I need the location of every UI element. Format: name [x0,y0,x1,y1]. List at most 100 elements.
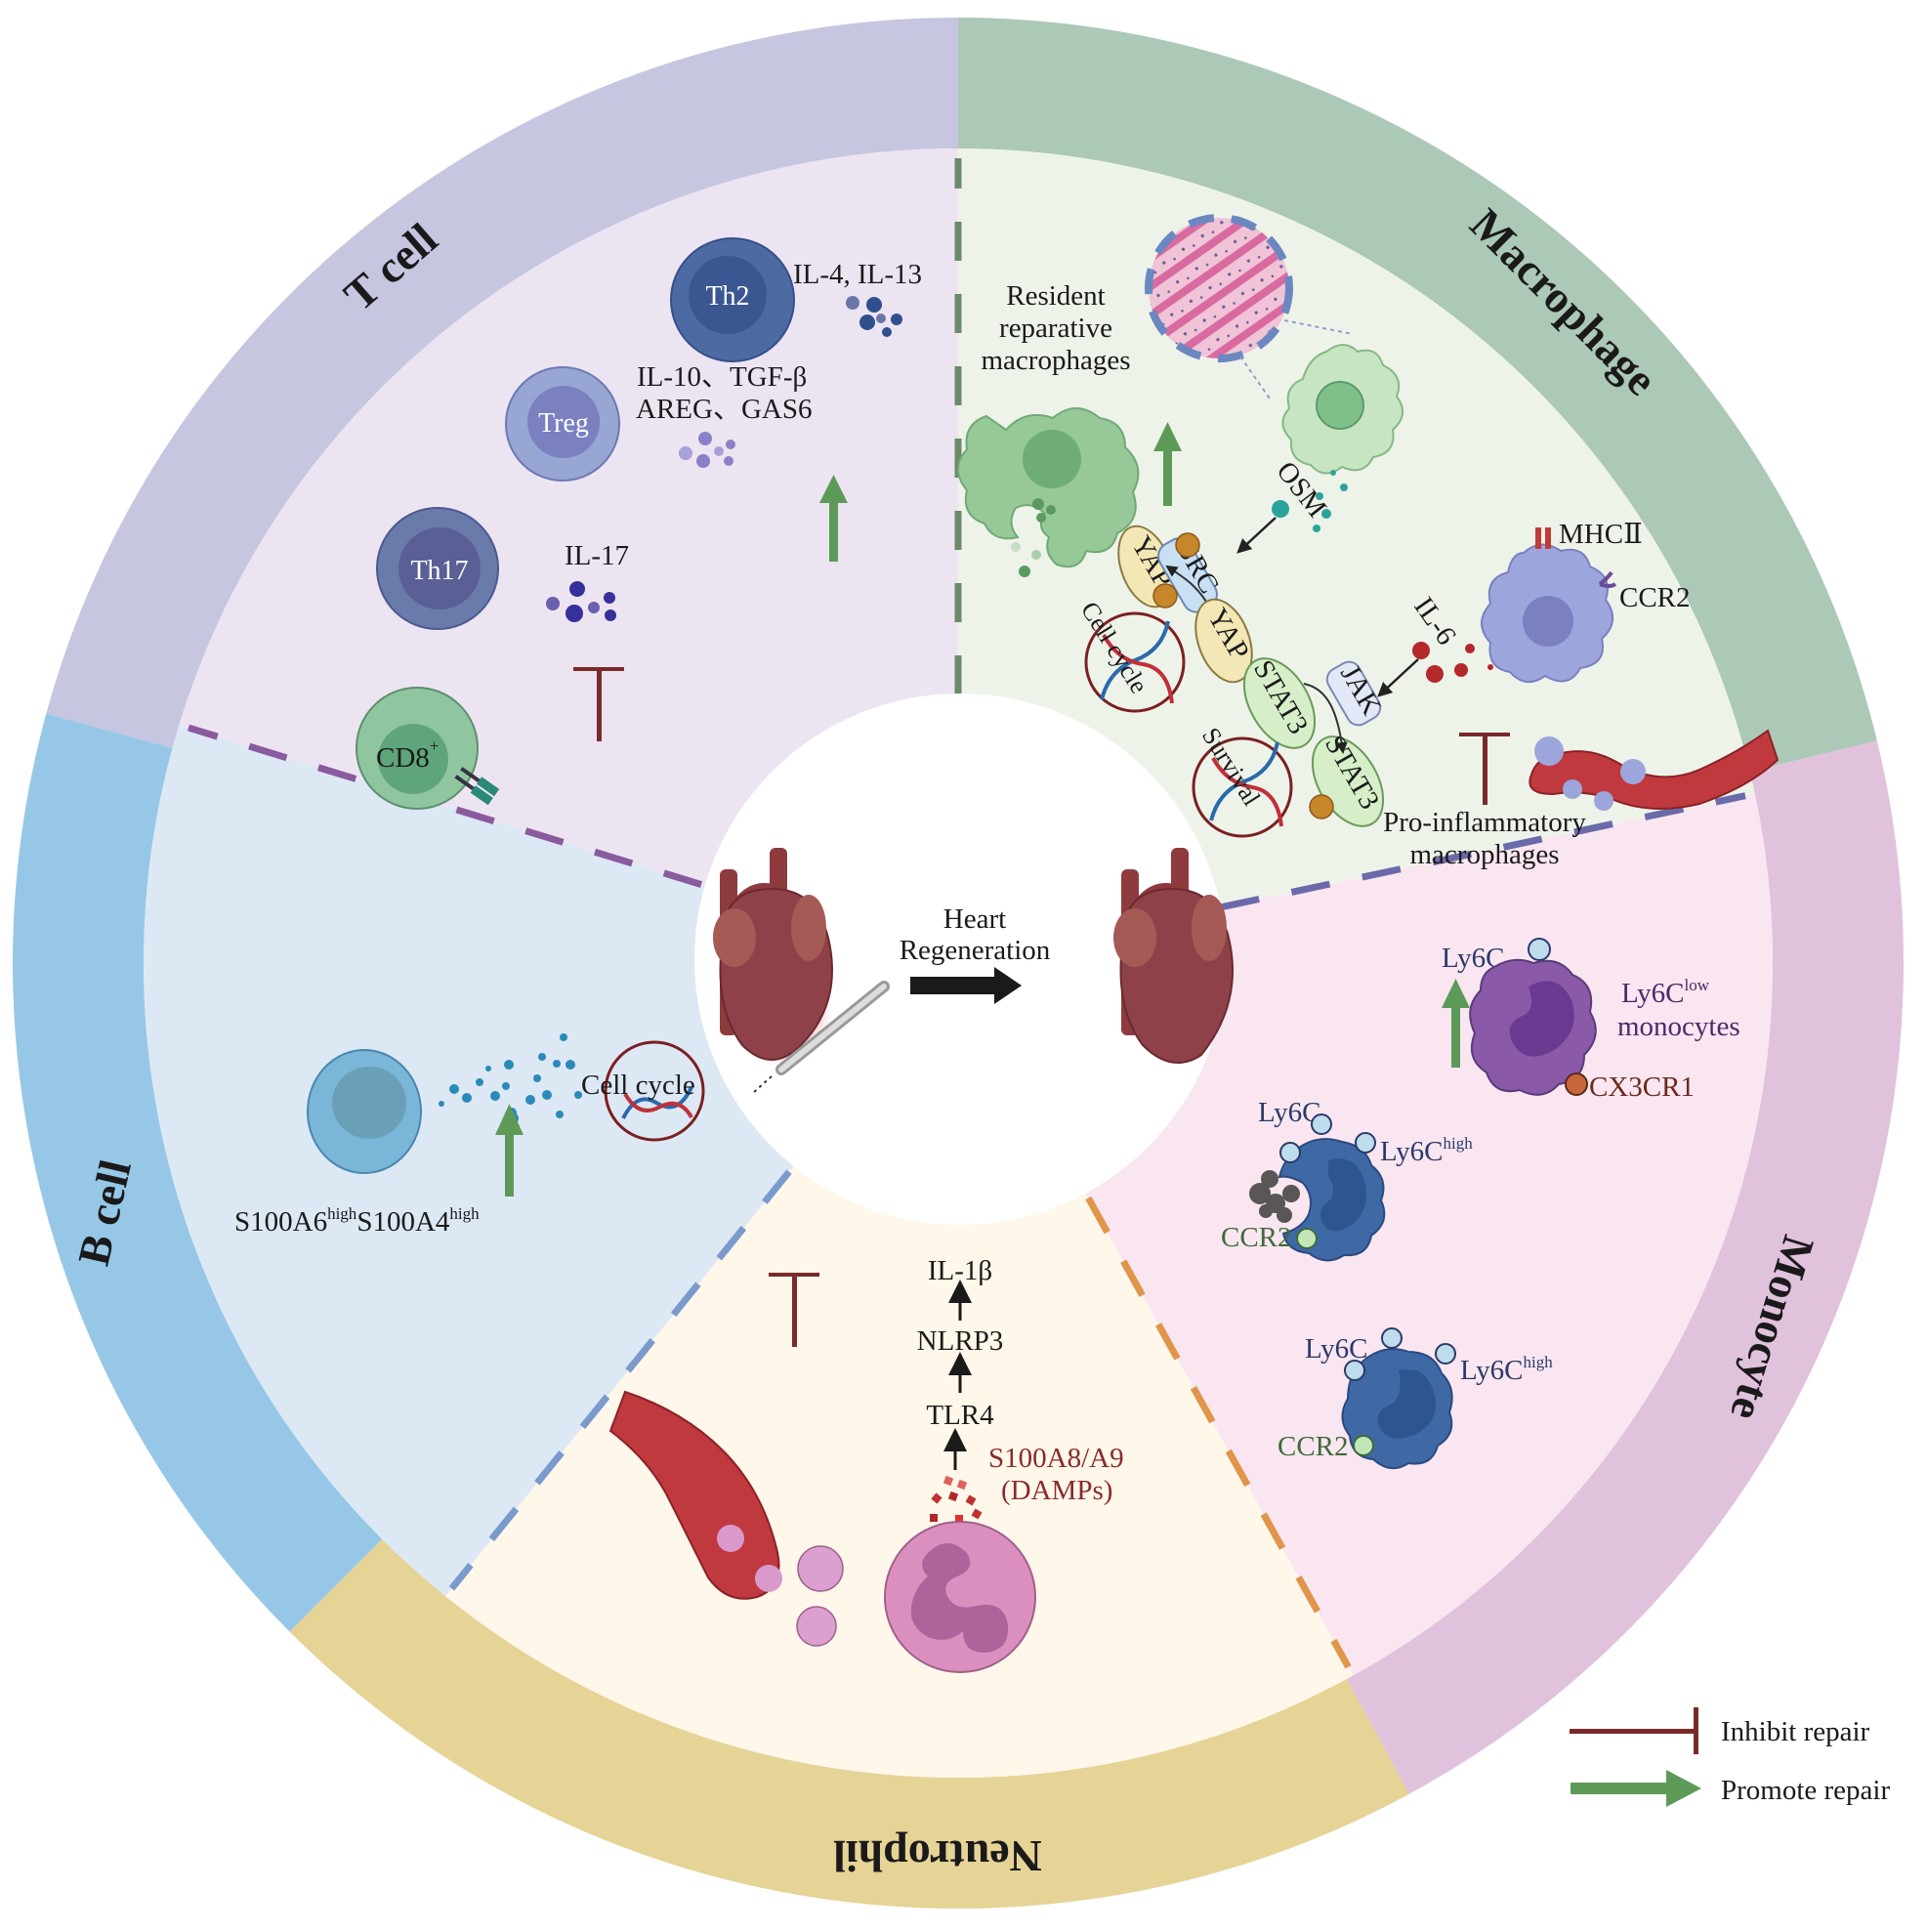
ly6c-receptor-icon [1435,1343,1456,1365]
divider-b-cell-neutrophil [448,1169,792,1591]
resident-macrophage-cell [1281,344,1403,475]
proinflammatory-macrophage-cell [1481,527,1617,683]
th17-factors: IL-17 [565,540,629,571]
ring-segment-monocyte [1346,740,1905,1794]
treg-factors-line2: AREG、GAS6 [636,394,812,425]
phospho-icon [1152,583,1178,609]
yap-src-complex: YAP SRC [1117,525,1225,613]
secreted-dot [566,1060,575,1070]
ly6c-receptor-icon [1344,1360,1365,1381]
ly6c-receptor-icon [1355,1132,1376,1154]
legend-inhibit-icon [1570,1707,1698,1754]
ccr2-label-2: CCR2 [1278,1431,1349,1462]
legend-inhibit-label: Inhibit repair [1721,1716,1870,1747]
treg-label: Treg [538,408,589,439]
cx3cr1-receptor-icon [1565,1072,1588,1096]
mhc2-label: MHCⅡ [1559,519,1643,550]
phagocytic-macrophage-cell [957,407,1140,577]
th2-cytokine-dots [846,296,902,337]
neutrophil-sector: IL-1β NLRP3 TLR4 S100A8/A9 (DAMPs) [608,1255,1124,1673]
secreted-dot [538,1053,546,1061]
macrophage-inhibit-icon [1459,733,1510,805]
neutrophil-inhibit-icon [769,1273,819,1347]
ly6c-low-monocyte-cell [1469,958,1597,1096]
divider-macrophage-monocyte [1220,792,1746,911]
secreted-dot [476,1078,483,1086]
dead-cell-debris-icon [1249,1170,1300,1223]
ring-segment-t-cell [46,18,959,748]
ccr2-label-1: CCR2 [1221,1222,1292,1253]
il6-to-jak-arrow [1377,658,1419,697]
sector-dividers [187,158,1746,1669]
legend-promote-icon [1571,1770,1701,1807]
secreted-dot [556,1111,564,1118]
secreted-dot [542,1090,552,1100]
center-label-line2: Regeneration [900,935,1051,966]
ly6c-low-name: Ly6Clow [1621,976,1710,1009]
th17-label: Th17 [410,556,468,586]
injured-heart-icon [713,848,890,1093]
t-cell-sector: Th2 IL-4, IL-13 Treg IL-10、TGF-β AREG、GA… [356,237,922,810]
secreted-dot [553,1060,561,1068]
neutrophil-cell [884,1521,1036,1673]
il1b-label: IL-1β [928,1255,992,1286]
secreted-dot [449,1084,459,1094]
monocyte-sector: Ly6C CX3CR1 Ly6Clow monocytes Ly6C Ly6Ch… [1221,938,1740,1470]
secreted-dot [533,1074,541,1082]
treg-cytokine-dots [679,432,735,468]
resident-label-line1: Resident [1006,280,1106,312]
regenerated-heart-icon [1113,848,1234,1064]
blood-vessel-icon [1529,729,1780,811]
cx3cr1-label: CX3CR1 [1589,1071,1695,1103]
secreted-dot [462,1093,472,1103]
center-label-line1: Heart [943,903,1006,935]
ly6c-high2-name: Ly6Chigh [1460,1353,1553,1386]
secreted-dot [560,1033,567,1041]
ly6c-receptor-icon [1528,938,1551,961]
secreted-dot [525,1095,535,1105]
nlrp3-label: NLRP3 [917,1325,1004,1357]
th17-cell: Th17 [376,507,499,630]
monocyte-promote-arrow-icon [1442,979,1470,1068]
ring-segment-neutrophil [289,1538,1409,1910]
secreted-dot [502,1082,510,1090]
ly6c-low-name-line2: monocytes [1617,1011,1740,1042]
ccr2-receptor-icon [1296,1228,1318,1249]
treg-factors-line1: IL-10、TGF-β [637,361,807,393]
b-cell-sector: Cell cycle S100A6highS100A4high [234,1033,705,1238]
ly6c-receptor-icon [1381,1327,1403,1349]
center-circle [694,693,1226,1225]
th2-factors: IL-4, IL-13 [793,259,922,290]
ly6c-high2-marker-label: Ly6C [1305,1333,1367,1365]
b-cell-secreted-dots [439,1033,582,1124]
scalpel-icon [753,981,890,1093]
secreted-dot [490,1091,500,1101]
resident-label-line2: reparative [999,313,1112,344]
divider-t-cell-b-cell [187,724,703,888]
ly6c-high1-marker-label: Ly6C [1258,1097,1320,1128]
ring-segment-b-cell [13,713,383,1632]
b-cell-cell-cycle-label: Cell cycle [581,1070,695,1101]
th17-cytokine-dots [546,581,616,622]
secreted-dot [574,1091,582,1099]
secreted-dot [439,1101,444,1107]
ly6c-high1-name: Ly6Chigh [1380,1134,1473,1167]
damp-label-line1: S100A8/A9 [988,1443,1124,1474]
secreted-dot [485,1066,491,1071]
th2-label: Th2 [705,281,749,312]
tcr-receptor-icon [454,767,500,806]
outer-ring [13,18,1905,1910]
cd8-label: CD8+ [376,736,439,774]
b-cell [307,1049,422,1174]
resident-label-line3: macrophages [982,345,1131,376]
osm-to-src-arrow [1236,517,1277,554]
t-cell-inhibit-icon [573,667,624,741]
secreted-dot [504,1060,514,1070]
neutrophil-small-icon [797,1545,844,1592]
b-cell-marker-label: S100A6highS100A4high [234,1204,480,1238]
ring-label-neutrophil: Neutrophil [833,1831,1042,1881]
macrophage-ccr2-label: CCR2 [1619,582,1691,613]
il6-dots [1412,642,1493,683]
